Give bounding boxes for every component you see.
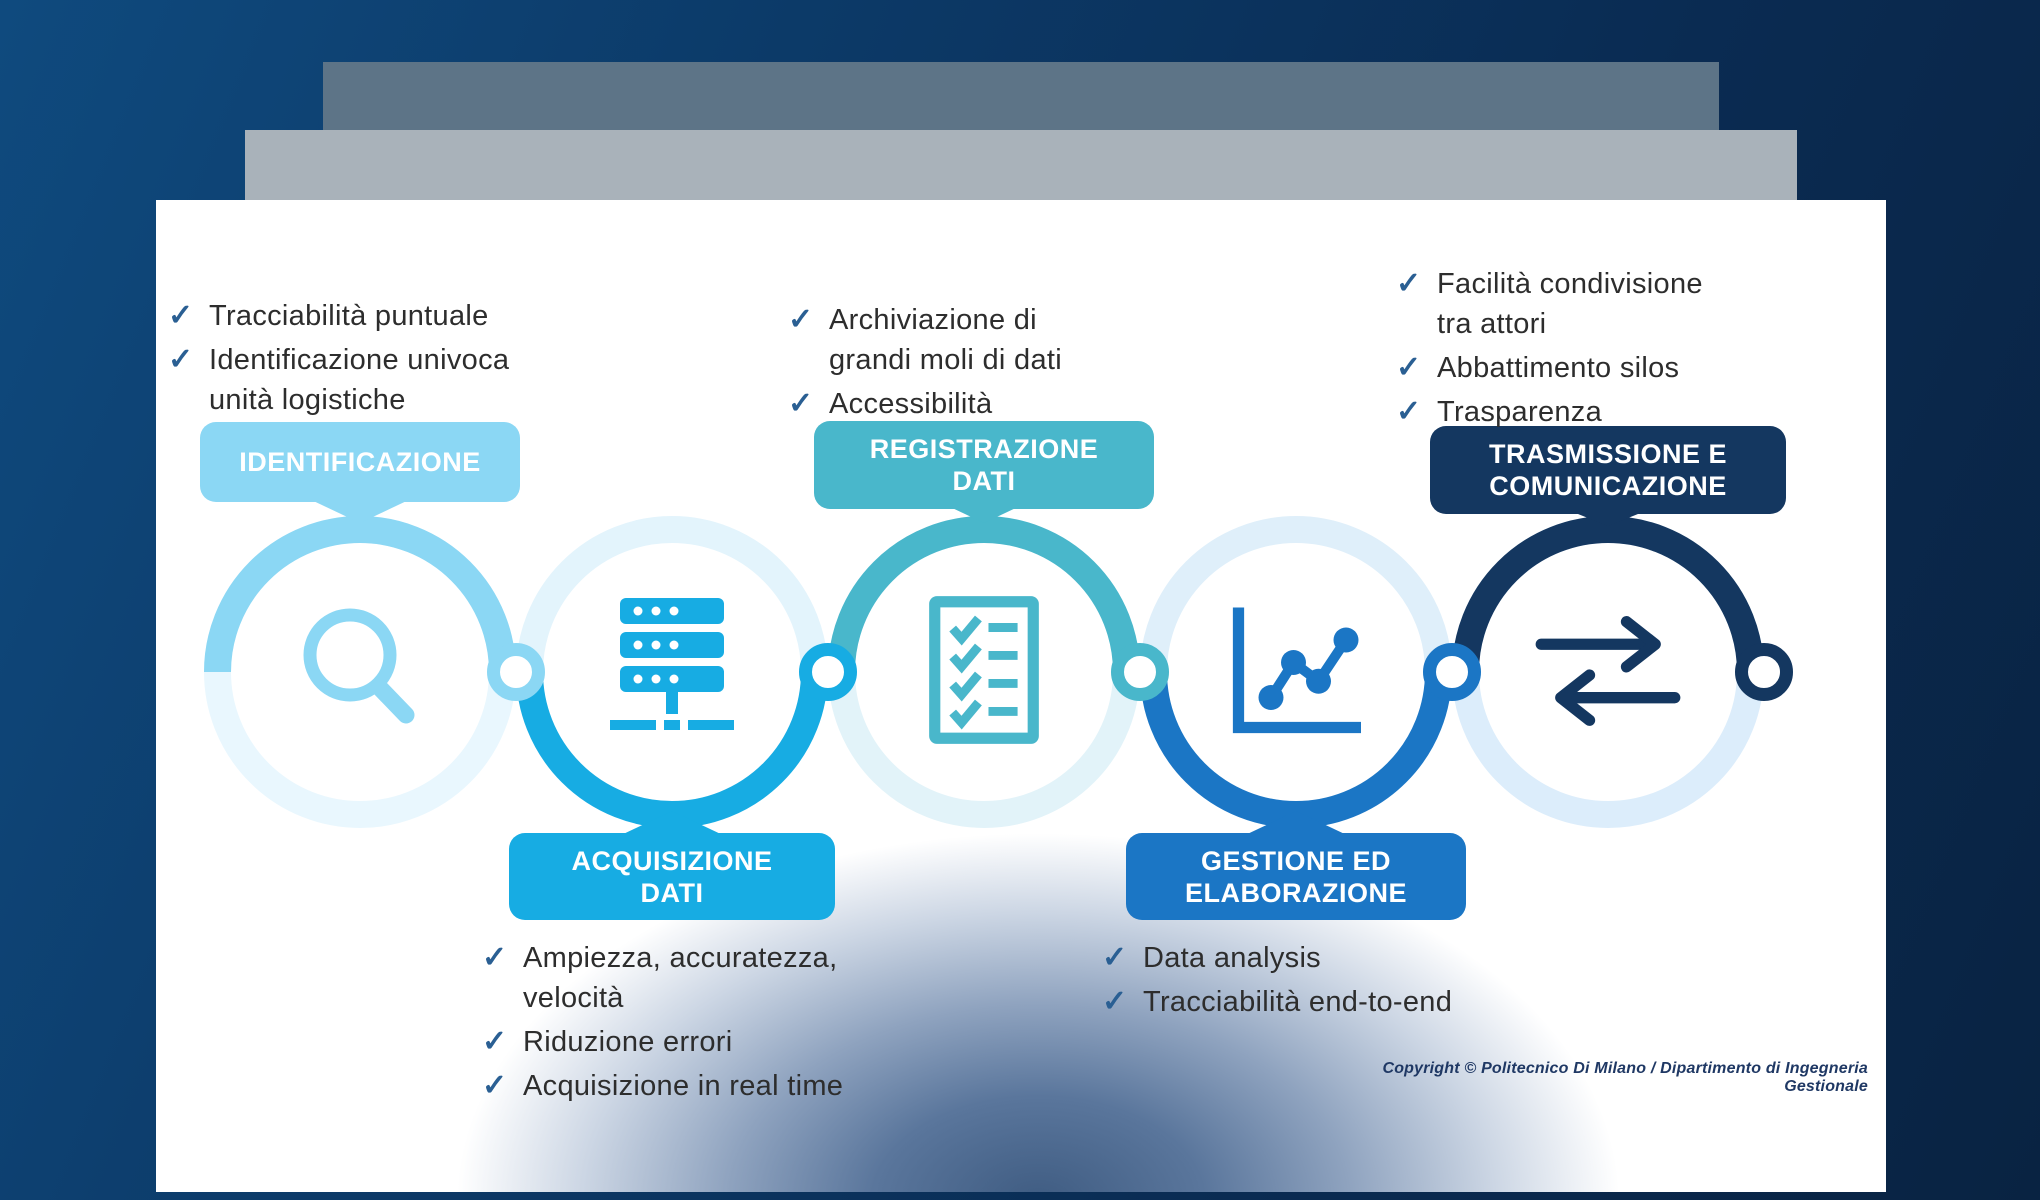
check-icon: ✓: [1396, 351, 1422, 384]
list-item: ✓ Archiviazione di grandi moli di dati: [788, 300, 1188, 380]
check-icon: ✓: [168, 343, 194, 376]
bullet-text: Accessibilità: [829, 388, 993, 420]
stage-bullets: ✓ Tracciabilità puntuale ✓ Identificazio…: [168, 296, 598, 424]
list-item: ✓ Abbattimento silos: [1396, 348, 1816, 388]
checklist-icon: [926, 592, 1042, 748]
stage-bullets: ✓ Facilità condivisione tra attori ✓ Abb…: [1396, 264, 1816, 436]
stage-label-identificazione: IDENTIFICAZIONE: [200, 422, 520, 502]
list-item: ✓ Facilità condivisione tra attori: [1396, 264, 1816, 344]
copyright-notice: Copyright © Politecnico Di Milano / Dipa…: [1382, 1060, 1868, 1095]
list-item: ✓ Accessibilità: [788, 384, 1188, 424]
bullet-text: Identificazione univoca unità logistiche: [209, 344, 510, 416]
check-icon: ✓: [1396, 395, 1422, 428]
bullet-text: Trasparenza: [1437, 396, 1603, 428]
bullet-text: Facilità condivisione tra attori: [1437, 268, 1703, 340]
list-item: ✓ Trasparenza: [1396, 392, 1816, 432]
bullet-text: Tracciabilità puntuale: [209, 300, 489, 332]
list-item: ✓ Identificazione univoca unità logistic…: [168, 340, 598, 420]
pill-connector: [1553, 504, 1663, 526]
list-item: ✓ Tracciabilità puntuale: [168, 296, 598, 336]
transfer-arrows-icon: [1531, 615, 1685, 729]
check-icon: ✓: [788, 303, 814, 336]
bullet-text: Abbattimento silos: [1437, 352, 1680, 384]
check-icon: ✓: [168, 299, 194, 332]
chain-node: [487, 643, 545, 701]
slide: IDENTIFICAZIONE ✓ Tracciabilità puntuale…: [156, 200, 1886, 1192]
pill-connector: [305, 497, 415, 523]
pill-connector: [929, 497, 1039, 523]
magnifier-icon: [285, 597, 435, 747]
line-chart-icon: [1221, 595, 1371, 745]
chain-node: [1111, 643, 1169, 701]
slide-bottom-glow: [156, 772, 1886, 1192]
stage-label-registrazione-dati: REGISTRAZIONE DATI: [814, 421, 1154, 509]
chain-node: [799, 643, 857, 701]
server-rack-icon: [597, 593, 747, 749]
stage-label-trasmissione-e-comunicazione: TRASMISSIONE E COMUNICAZIONE: [1430, 426, 1786, 514]
chain-node: [1423, 643, 1481, 701]
bullet-text: Archiviazione di grandi moli di dati: [829, 304, 1062, 376]
check-icon: ✓: [788, 387, 814, 420]
chain-node: [1735, 643, 1793, 701]
check-icon: ✓: [1396, 267, 1422, 300]
stage-bullets: ✓ Archiviazione di grandi moli di dati ✓…: [788, 300, 1188, 428]
